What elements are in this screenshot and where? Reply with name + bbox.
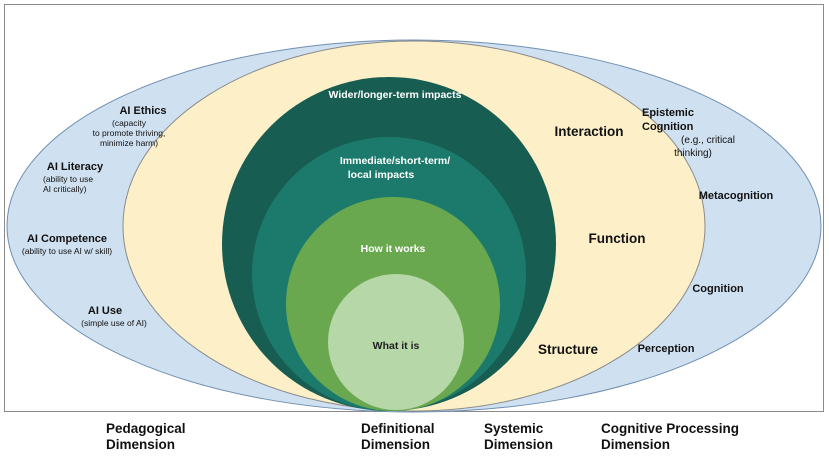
systemic-label-interaction: Interaction [554,124,623,139]
cognitive-title-epistemic-1: Epistemic [642,107,694,119]
systemic-label-structure: Structure [538,342,599,357]
cognitive-title-epistemic-2: Cognition [642,121,694,133]
footer-cognitive-line-1: Cognitive Processing [601,421,740,436]
cognitive-desc-epistemic-1: (e.g., critical [681,135,735,146]
cognitive-title-metacognition: Metacognition [699,190,774,202]
definitional-label-immediate-2: local impacts [348,169,415,181]
footer-pedagogical-line-2: Dimension [106,437,176,452]
pedagogical-title-ai-ethics: AI Ethics [119,105,166,117]
definitional-label-what: What it is [373,340,420,352]
pedagogical-title-ai-literacy: AI Literacy [47,161,104,173]
cognitive-title-perception: Perception [638,343,695,355]
footer-cognitive-dimension: Cognitive Processing Dimension [601,421,739,453]
pedagogical-title-ai-use: AI Use [88,305,122,317]
pedagogical-desc-ai-ethics-1: (capacity [112,118,147,128]
footer-definitional-line-2: Dimension [361,437,431,452]
footer-pedagogical-line-1: Pedagogical [106,421,186,436]
pedagogical-title-ai-competence: AI Competence [27,233,107,245]
pedagogical-desc-ai-literacy-1: (ability to use [43,174,93,184]
footer-definitional-line-1: Definitional [361,421,435,436]
systemic-label-function: Function [589,231,646,246]
footer-systemic-line-2: Dimension [484,437,554,452]
cognitive-desc-epistemic-2: thinking) [674,148,712,159]
footer-cognitive-line-2: Dimension [601,437,671,452]
pedagogical-desc-ai-ethics-3: minimize harm) [100,138,158,148]
footer-pedagogical-dimension: Pedagogical Dimension [106,421,186,453]
cognitive-title-cognition: Cognition [692,283,744,295]
pedagogical-desc-ai-ethics-2: to promote thriving, [93,128,166,138]
definitional-label-how: How it works [361,243,426,255]
pedagogical-desc-ai-use-1: (simple use of AI) [81,318,147,328]
footer-systemic-dimension: Systemic Dimension [484,421,553,453]
definitional-label-immediate-1: Immediate/short-term/ [340,155,450,167]
definitional-label-wider: Wider/longer-term impacts [329,89,462,101]
footer-definitional-dimension: Definitional Dimension [361,421,435,453]
what-it-is-circle [328,274,464,410]
pedagogical-desc-ai-literacy-2: AI critically) [43,184,87,194]
pedagogical-desc-ai-competence-1: (ability to use AI w/ skill) [22,246,112,256]
footer-systemic-line-1: Systemic [484,421,544,436]
